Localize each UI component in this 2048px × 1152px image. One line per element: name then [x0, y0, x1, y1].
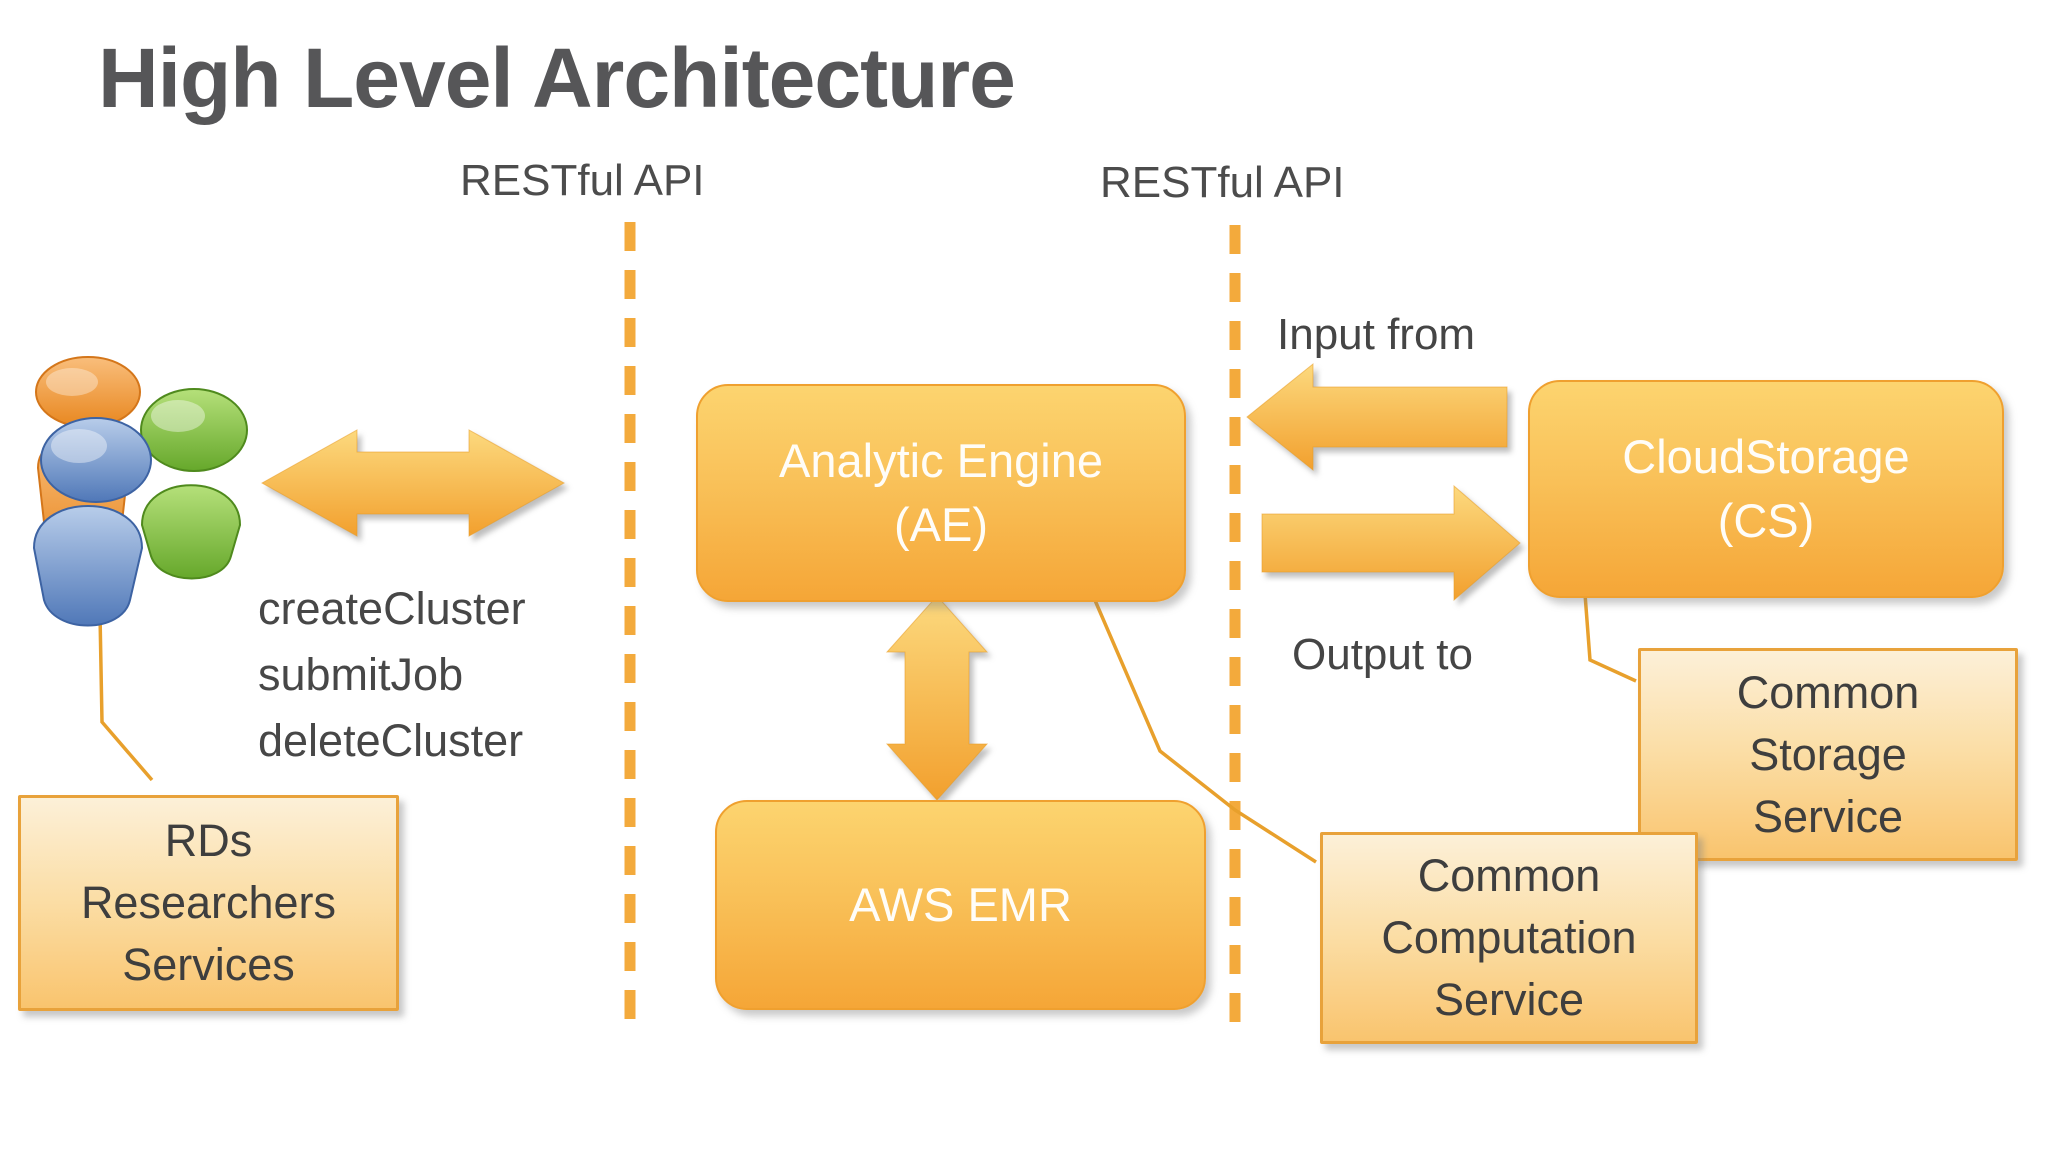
api-operation: submitJob: [258, 649, 464, 700]
node-label-line: Analytic Engine: [779, 434, 1103, 487]
users-icon: [32, 356, 248, 627]
api-operations: createCluster submitJob deleteCluster: [258, 576, 526, 774]
node-label-line: Researchers: [80, 877, 337, 928]
node-label-line: Service: [1433, 974, 1585, 1025]
node-label-line: RDs: [164, 815, 253, 866]
page-title: High Level Architecture: [98, 31, 1016, 125]
node-label-line: Storage: [1749, 728, 1907, 780]
connector-cs-to-common-storage: [1583, 593, 1637, 683]
node-label-line: CloudStorage: [1622, 430, 1910, 483]
bidirectional-arrow-users-ae: [260, 429, 566, 537]
node-label-line: Service: [1752, 790, 1904, 842]
node-analytic-engine: Analytic Engine (AE): [696, 384, 1186, 602]
api-operation: deleteCluster: [258, 715, 524, 766]
node-label-line: (CS): [1717, 494, 1815, 547]
restful-api-label-right: RESTful API: [1100, 158, 1345, 207]
output-to-label: Output to: [1292, 630, 1474, 679]
node-label-line: Services: [122, 939, 295, 990]
node-common-computation-service: Common Computation Service: [1320, 832, 1698, 1044]
node-label-line: Common: [1736, 666, 1920, 718]
connector-users-to-rds: [98, 613, 154, 782]
node-cloud-storage: CloudStorage (CS): [1528, 380, 2004, 598]
api-operation: createCluster: [258, 583, 526, 634]
restful-api-label-left: RESTful API: [460, 156, 705, 205]
node-common-storage-service: Common Storage Service: [1638, 648, 2018, 861]
node-label-line: Computation: [1381, 912, 1637, 963]
node-rds-researchers-services: RDs Researchers Services: [18, 795, 399, 1011]
node-aws-emr: AWS EMR: [715, 800, 1206, 1010]
node-label-line: (AE): [894, 498, 988, 551]
node-label-line: AWS EMR: [849, 878, 1072, 931]
input-from-label: Input from: [1277, 310, 1476, 359]
input-from-arrow: [1246, 362, 1508, 472]
bidirectional-arrow-ae-emr: [885, 595, 989, 801]
node-label-line: Common: [1417, 850, 1601, 901]
output-to-arrow: [1261, 484, 1521, 602]
